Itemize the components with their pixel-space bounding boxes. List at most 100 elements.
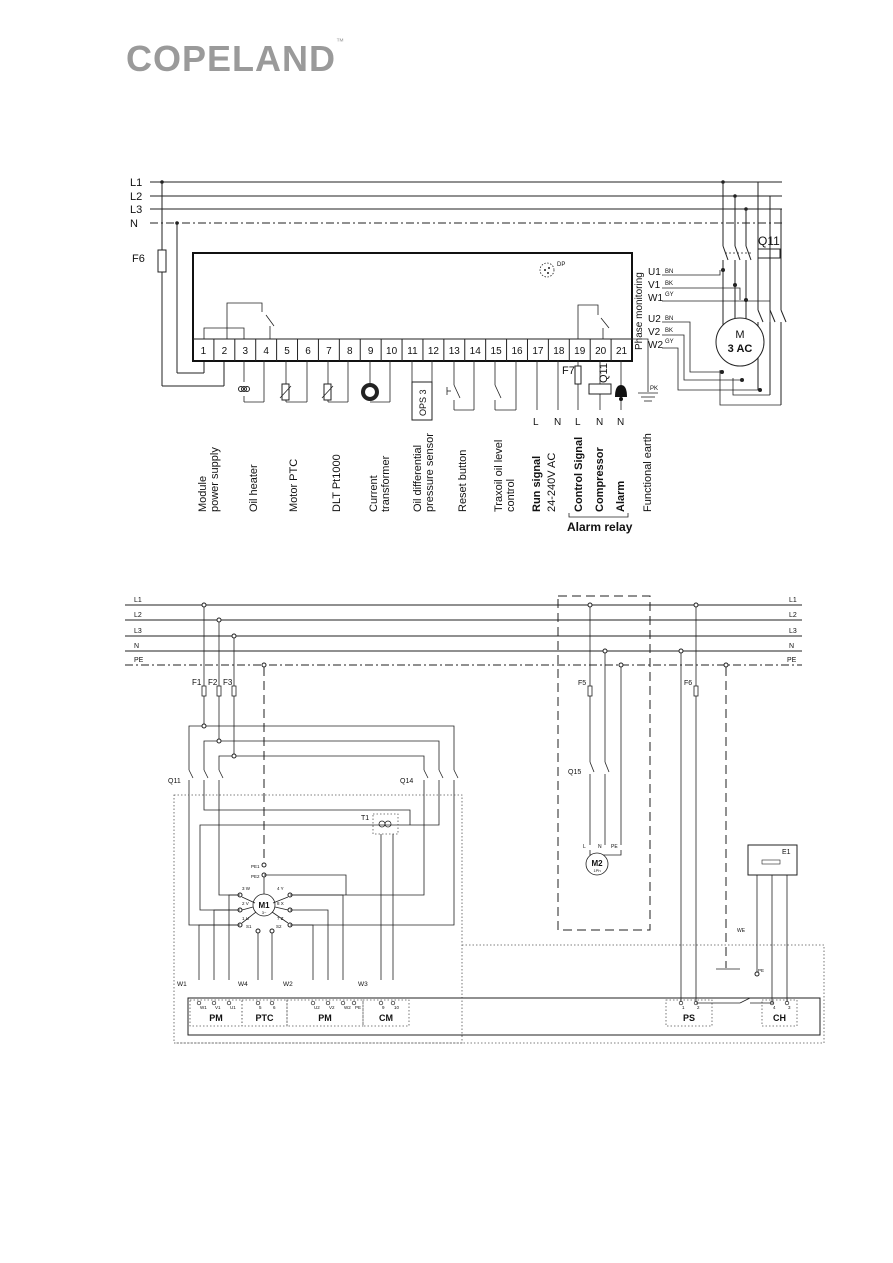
- terminal-label-9: 24-240V AC: [546, 453, 558, 512]
- module-term-1: V1: [215, 1005, 221, 1010]
- dp-label: DP: [557, 262, 565, 268]
- line-label-l3: L3: [130, 204, 142, 216]
- module-term-10: 10: [394, 1005, 400, 1010]
- module-group-2: PM: [318, 1013, 332, 1023]
- m2-term-pe: PE: [611, 844, 618, 850]
- terminal-9: 9: [368, 346, 374, 357]
- terminal-label-10: Control Signal: [573, 437, 585, 512]
- module-term-7: W2: [344, 1005, 351, 1010]
- motor-m-3ac: [715, 317, 765, 367]
- letter-17: L: [533, 417, 539, 428]
- motor-m1-sub: 3~: [262, 910, 267, 915]
- terminal-label-8: Run signal: [531, 456, 543, 512]
- heater-e1-label: E1: [782, 849, 791, 856]
- contactor-q11: Q11: [168, 778, 181, 785]
- terminal-13: 13: [449, 346, 461, 357]
- terminal-label-7: Traxoil oil levelcontrol: [493, 440, 517, 512]
- m1-term-1u: 1 U: [242, 916, 249, 921]
- terminal-18: 18: [553, 346, 565, 357]
- line-label-l2: L2: [130, 191, 142, 203]
- color-w2: GY: [665, 339, 674, 345]
- module-term-9: 9: [382, 1005, 385, 1010]
- diagram-2: L1 L2 L3 N PE L1 L2 L3 N PE F1 F2 F3 Q11…: [125, 595, 825, 1044]
- motor-m2: [585, 852, 609, 876]
- ops3-label: OPS 3: [418, 389, 428, 416]
- terminal-21: 21: [616, 346, 628, 357]
- module-term-0: W1: [200, 1005, 207, 1010]
- terminal-8: 8: [347, 346, 353, 357]
- term-w2: W2: [648, 340, 663, 351]
- line-label-l1: L1: [130, 177, 142, 189]
- d2-line-l1: L1: [134, 597, 142, 604]
- d2-module: [187, 997, 821, 1036]
- m1-term-4y: 4 Y: [277, 886, 284, 891]
- terminal-4: 4: [263, 346, 269, 357]
- fuse-f1: F1: [192, 678, 202, 687]
- alarm-relay-label: Alarm relay: [567, 520, 633, 534]
- color-v2: BK: [665, 328, 673, 334]
- terminal-7: 7: [326, 346, 332, 357]
- m1-term-2v: 2 V: [242, 901, 249, 906]
- module-term-12: 2: [697, 1005, 700, 1010]
- motor-m2-sub: 1Ph: [593, 868, 600, 873]
- d2-line-pe-right: PE: [787, 657, 797, 664]
- motor-m1-label: M1: [258, 901, 270, 910]
- m1-term-s2: S2: [276, 924, 282, 929]
- d2-line-l1-right: L1: [789, 597, 797, 604]
- module-group-1: PTC: [256, 1013, 275, 1023]
- m1-term-3w: 3 W: [242, 886, 251, 891]
- pk-label: PK: [650, 386, 658, 392]
- wire-group-w2: W2: [283, 981, 293, 988]
- color-u2: BN: [665, 316, 673, 322]
- fuse-f7-label: F7: [562, 365, 575, 377]
- module-group-5: CH: [773, 1013, 786, 1023]
- m2-term-l: L: [583, 844, 586, 850]
- wire-group-we: WE: [737, 928, 746, 934]
- d2-line-n: N: [134, 643, 139, 650]
- motor-sub-label: 3 AC: [728, 343, 753, 355]
- terminal-label-0: Modulepower supply: [197, 447, 221, 512]
- d2-line-l2: L2: [134, 612, 142, 619]
- terminal-14: 14: [470, 346, 482, 357]
- color-w1: GY: [665, 292, 674, 298]
- module-group-0: PM: [209, 1013, 223, 1023]
- motor-label: M: [735, 329, 744, 341]
- fuse-f2: F2: [208, 678, 218, 687]
- q11-label: Q11: [758, 234, 780, 248]
- module-term-6: V2: [329, 1005, 335, 1010]
- terminal-15: 15: [491, 346, 503, 357]
- wire-group-w3: W3: [358, 981, 368, 988]
- terminal-label-6: Reset button: [457, 450, 469, 512]
- line-label-n: N: [130, 218, 138, 230]
- m1-term-8x: 8 X: [277, 901, 284, 906]
- terminal-16: 16: [511, 346, 523, 357]
- letter-21: N: [617, 417, 624, 428]
- terminal-label-4: Currenttransformer: [368, 455, 392, 512]
- phase-monitoring-label: Phase monitoring: [634, 272, 645, 350]
- terminal-label-12: Alarm: [615, 481, 627, 512]
- terminal-5: 5: [284, 346, 290, 357]
- letter-19: L: [575, 417, 581, 428]
- module-box: [192, 252, 633, 362]
- module-term-13: 4: [773, 1005, 776, 1010]
- terminal-12: 12: [428, 346, 440, 357]
- module-term-8: PE: [355, 1005, 361, 1010]
- term-v1: V1: [648, 280, 661, 291]
- terminal-17: 17: [532, 346, 544, 357]
- module-term-4: 6: [273, 1005, 276, 1010]
- terminal-label-13: Functional earth: [642, 433, 654, 512]
- letter-18: N: [554, 417, 561, 428]
- terminal-label-1: Oil heater: [248, 464, 260, 512]
- module-term-5: U2: [314, 1005, 320, 1010]
- m2-term-n: N: [598, 844, 602, 850]
- fuse-f3: F3: [223, 678, 233, 687]
- terminal-3: 3: [242, 346, 248, 357]
- module-term-14: 3: [788, 1005, 791, 1010]
- terminal-label-2: Motor PTC: [288, 459, 300, 512]
- d2-line-n-right: N: [789, 643, 794, 650]
